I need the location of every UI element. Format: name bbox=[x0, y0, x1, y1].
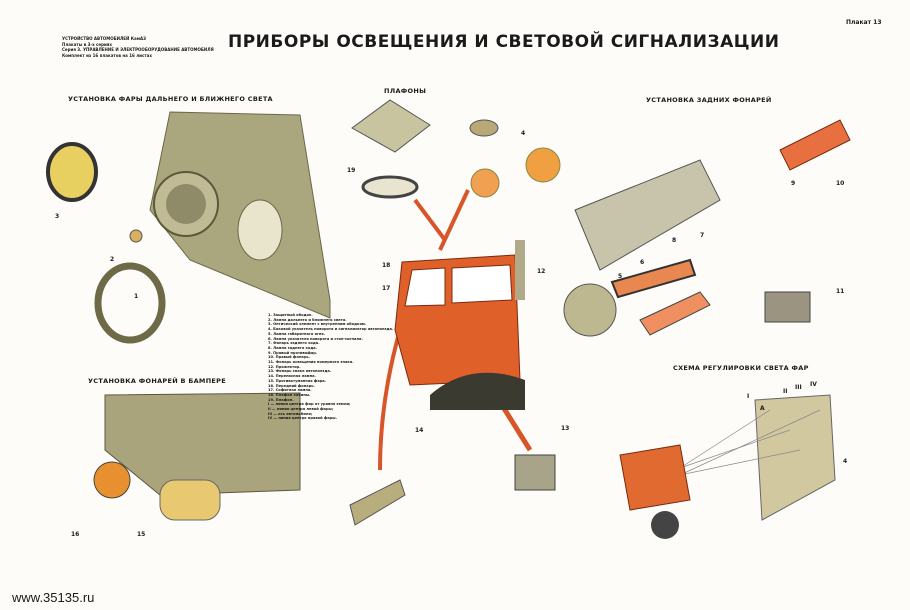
section-bumper: УСТАНОВКА ФОНАРЕЙ В БАМПЕРЕ bbox=[88, 377, 226, 385]
pointer-arrow bbox=[438, 189, 470, 251]
rear-frame bbox=[574, 159, 721, 271]
plafon-lens bbox=[361, 175, 419, 199]
callout: 3 bbox=[55, 213, 60, 220]
callout: 1 bbox=[134, 293, 139, 300]
plafon-base bbox=[351, 99, 431, 153]
section-headlamp: УСТАНОВКА ФАРЫ ДАЛЬНЕГО И БЛИЖНЕГО СВЕТА bbox=[68, 95, 273, 103]
front-lamp bbox=[93, 461, 131, 499]
legend-item: II — линия центра левой фары; bbox=[268, 407, 334, 412]
bumper bbox=[104, 392, 301, 496]
callout: 9 bbox=[791, 180, 796, 187]
optical-element bbox=[46, 142, 98, 202]
callout: 16 bbox=[71, 531, 80, 538]
rear-lamp-right bbox=[779, 119, 851, 171]
headlamp-panel bbox=[149, 111, 331, 319]
legend-item: 10. Правый фонарь. bbox=[268, 355, 311, 360]
side-lamp-amber bbox=[525, 147, 561, 183]
trouble-lamp bbox=[349, 479, 406, 526]
scheme-wheel bbox=[651, 511, 679, 539]
scheme-label: A bbox=[760, 405, 765, 412]
scheme-label: IV bbox=[810, 381, 817, 388]
legend-item: 15. Противотуманная фара. bbox=[268, 378, 327, 383]
headlamp-cutout bbox=[237, 199, 283, 261]
spotlight bbox=[563, 283, 617, 337]
plafon-cap bbox=[469, 119, 499, 137]
scheme-label: 4 bbox=[843, 458, 848, 465]
legend-item: 19. Плафон. bbox=[268, 397, 294, 402]
callout: 4 bbox=[521, 130, 526, 137]
callout: 17 bbox=[382, 285, 391, 292]
legend-item: 16. Передний фонарь. bbox=[268, 383, 315, 388]
callout: 19 bbox=[347, 167, 356, 174]
legend-item: 9. Правый противофар. bbox=[268, 350, 318, 355]
callout: 10 bbox=[836, 180, 845, 187]
legend-item: IV — линия центра правой фары. bbox=[268, 416, 338, 421]
legend-item: 11. Фонарь освещения номерного знака. bbox=[268, 360, 354, 365]
pointer-arrow bbox=[413, 198, 447, 242]
lamp-bulb bbox=[129, 229, 143, 243]
poster-title: ПРИБОРЫ ОСВЕЩЕНИЯ И СВЕТОВОЙ СИГНАЛИЗАЦИ… bbox=[228, 32, 780, 52]
website-watermark: www.35135.ru bbox=[12, 590, 95, 605]
callout: 7 bbox=[700, 232, 705, 239]
sign-lamp bbox=[514, 454, 556, 491]
legend-item: 1. Защитный ободок. bbox=[268, 313, 313, 317]
legend: 1. Защитный ободок.2. Лампа дальнего и б… bbox=[268, 313, 398, 421]
callout: 18 bbox=[382, 262, 391, 269]
section-scheme: СХЕМА РЕГУЛИРОВКИ СВЕТА ФАР bbox=[673, 364, 809, 372]
callout: 13 bbox=[561, 425, 570, 432]
header-line: Серия 3. УПРАВЛЕНИЕ И ЭЛЕКТРООБОРУДОВАНИ… bbox=[62, 47, 214, 52]
legend-item: 14. Переносная лампа. bbox=[268, 374, 316, 379]
callout: 14 bbox=[415, 427, 424, 434]
exhaust-pipe bbox=[515, 240, 525, 300]
legend-item: 17. Софитная лампа. bbox=[268, 388, 312, 393]
legend-item: 5. Лампа габаритного огня. bbox=[268, 331, 326, 336]
legend-item: 18. Плафон кабины. bbox=[268, 392, 311, 397]
fog-lamp bbox=[159, 479, 221, 521]
pointer-arrow bbox=[378, 329, 402, 471]
legend-item: 2. Лампа дальнего и ближнего света. bbox=[268, 317, 347, 322]
scheme-label: I bbox=[747, 393, 750, 400]
legend-item: 4. Боковой указатель поворота и сигнализ… bbox=[268, 327, 394, 332]
rear-lamp-lens bbox=[639, 291, 711, 336]
header-line: УСТРОЙСТВО АВТОМОБИЛЕЙ КамАЗ bbox=[62, 36, 146, 41]
legend-item: 8. Лампа заднего хода. bbox=[268, 345, 318, 350]
section-plafony: ПЛАФОНЫ bbox=[384, 87, 427, 95]
adjust-screen bbox=[754, 394, 836, 521]
callout: 11 bbox=[836, 288, 845, 295]
legend-item: 6. Лампа указателя поворота и стоп-сигна… bbox=[268, 336, 363, 341]
poster-number: Плакат 13 bbox=[846, 19, 882, 26]
header-line: Комплект из 16 плакатов на 16 листах bbox=[62, 52, 152, 58]
legend-item: 13. Фонарь знака автопоезда. bbox=[268, 369, 332, 374]
plate-lamp bbox=[764, 291, 811, 323]
callout: 2 bbox=[110, 256, 115, 263]
scheme-label: II bbox=[783, 388, 788, 395]
series-header: УСТРОЙСТВО АВТОМОБИЛЕЙ КамАЗ Плакаты в 3… bbox=[62, 36, 214, 58]
callout: 8 bbox=[672, 237, 677, 244]
callout: 15 bbox=[137, 531, 146, 538]
callout: 6 bbox=[640, 259, 645, 266]
header-line: Плакаты в 3-х сериях bbox=[62, 41, 112, 47]
legend-item: 7. Фонарь заднего хода. bbox=[268, 341, 320, 346]
scheme-truck-cab bbox=[619, 444, 691, 511]
scheme-label: III bbox=[795, 384, 802, 391]
rear-lamp-left bbox=[610, 258, 697, 299]
protective-rim bbox=[94, 262, 166, 344]
legend-item: III — ось автомобиля; bbox=[268, 411, 313, 416]
callout: 5 bbox=[618, 273, 623, 280]
legend-item: 12. Прожектор. bbox=[268, 364, 301, 369]
fender bbox=[430, 372, 525, 410]
section-rear: УСТАНОВКА ЗАДНИХ ФОНАРЕЙ bbox=[646, 96, 772, 104]
callout: 12 bbox=[537, 268, 546, 275]
legend-item: 3. Оптический элемент с внутренним ободк… bbox=[268, 322, 367, 327]
side-lamp-amber bbox=[470, 168, 500, 198]
legend-item: I — линия центра фар от уровня земли; bbox=[268, 402, 351, 407]
